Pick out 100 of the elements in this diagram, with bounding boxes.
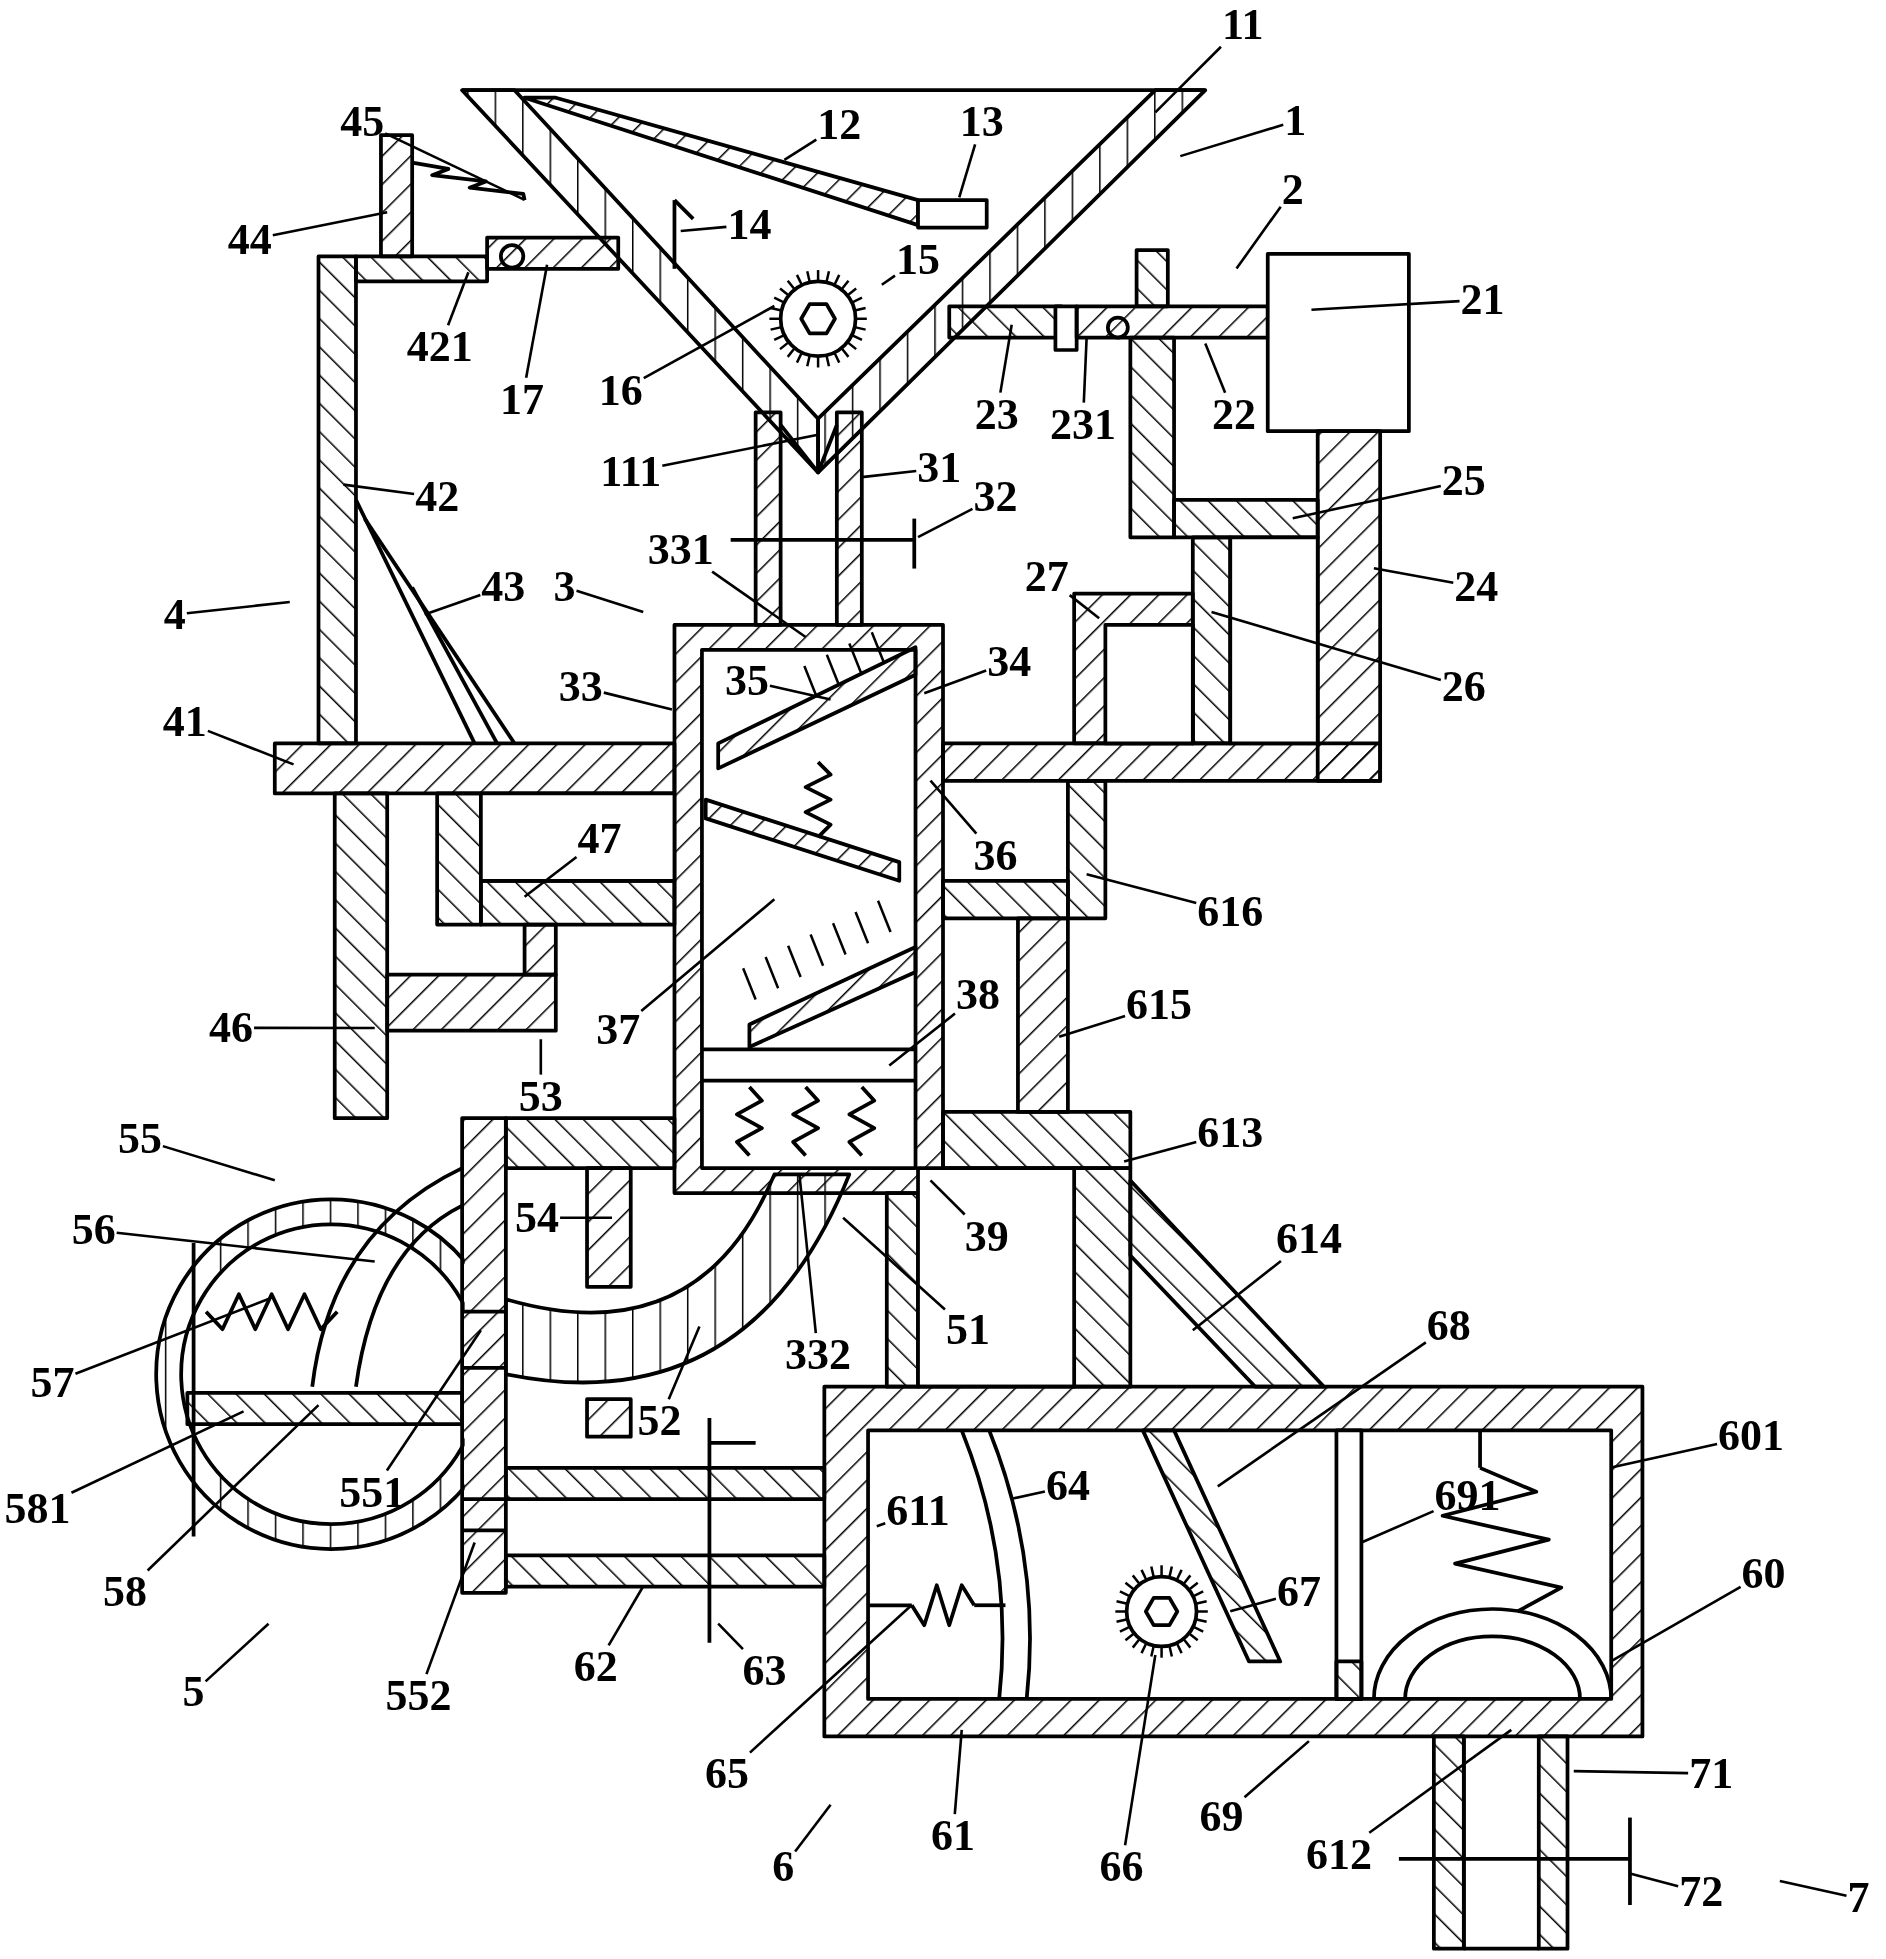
leader-line (1123, 1140, 1197, 1163)
callout-number: 27 (1023, 555, 1070, 600)
callout-number: 43 (480, 565, 527, 610)
callout-number: 551 (338, 1470, 407, 1515)
leader-line (798, 1173, 818, 1334)
leader-line (881, 274, 896, 286)
leader-line (717, 1622, 744, 1651)
callout-number: 45 (339, 100, 386, 145)
leader-line (876, 1522, 886, 1528)
callout-number: 421 (405, 325, 474, 370)
callout-number: 7 (1846, 1876, 1871, 1921)
leader-line (1779, 1879, 1847, 1898)
callout-number: 39 (963, 1214, 1010, 1259)
leader-line (888, 1012, 956, 1067)
leader-line (524, 264, 549, 378)
callout-number: 231 (1048, 402, 1117, 447)
callout-number: 24 (1453, 565, 1500, 610)
leader-line (385, 1329, 482, 1472)
leader-line (1082, 337, 1088, 403)
callout-number: 611 (885, 1489, 951, 1534)
callout-number: 16 (597, 368, 644, 413)
callout-number: 66 (1098, 1845, 1145, 1890)
leader-line (162, 1144, 276, 1182)
callout-number: 691 (1433, 1474, 1502, 1519)
leader-line (953, 1729, 964, 1815)
leader-line (1217, 1341, 1427, 1488)
callout-number: 53 (517, 1074, 564, 1119)
leader-line (1123, 1654, 1157, 1846)
leader-line (958, 144, 977, 198)
leader-line (1068, 594, 1100, 620)
leader-line (1573, 1769, 1689, 1775)
leader-line (1373, 567, 1454, 585)
leader-line (254, 1026, 375, 1030)
leader-line (1192, 1259, 1282, 1332)
callout-number: 614 (1274, 1217, 1343, 1261)
callout-number: 32 (972, 475, 1019, 520)
callout-number: 11 (1220, 2, 1265, 47)
callout-number: 72 (1678, 1870, 1725, 1915)
leader-line (1179, 123, 1284, 158)
callout-number: 65 (703, 1751, 750, 1796)
callout-number: 54 (514, 1195, 561, 1240)
callout-number: 25 (1440, 458, 1487, 503)
leader-line (929, 779, 978, 835)
callout-number: 4 (162, 592, 187, 637)
leader-line (861, 469, 917, 479)
callout-number: 68 (1425, 1304, 1472, 1349)
callout-number: 6 (771, 1845, 796, 1890)
leader-line (1368, 1728, 1513, 1834)
leader-line (1311, 299, 1460, 312)
callout-number: 41 (161, 699, 208, 744)
leader-line (783, 138, 818, 161)
leader-line (207, 729, 294, 766)
leader-line (999, 324, 1013, 393)
leader-line (923, 669, 987, 695)
callout-number: 1 (1283, 99, 1308, 144)
leader-line (384, 132, 526, 201)
leader-line (116, 1231, 375, 1263)
leader-line (186, 600, 290, 615)
leader-line (1154, 45, 1222, 114)
callout-number: 17 (499, 377, 546, 422)
leader-line (1360, 1509, 1435, 1544)
leader-line (523, 855, 578, 898)
callout-number: 5 (181, 1670, 206, 1715)
callout-number: 601 (1717, 1414, 1786, 1459)
callout-number: 23 (973, 392, 1020, 437)
callout-number: 71 (1688, 1751, 1735, 1796)
callout-number: 34 (986, 639, 1033, 684)
leader-line (576, 589, 644, 614)
leader-line (1204, 343, 1227, 394)
callout-number: 60 (1740, 1551, 1787, 1596)
callout-number: 42 (414, 475, 461, 520)
leader-line (794, 1804, 832, 1853)
callout-number: 62 (572, 1645, 619, 1690)
leader-line (343, 483, 415, 496)
leader-line (425, 1542, 476, 1675)
leader-line (1211, 610, 1442, 682)
leader-line (1292, 484, 1442, 520)
leader-line (1011, 1490, 1046, 1501)
leader-line (711, 570, 807, 639)
leader-line (1610, 1585, 1742, 1663)
callout-number: 612 (1304, 1832, 1373, 1877)
leader-line (1086, 873, 1197, 905)
callout-number: 46 (208, 1005, 255, 1050)
leader-line (667, 1325, 701, 1400)
callout-number: 332 (784, 1333, 853, 1378)
leader-line (1058, 1014, 1126, 1038)
leader-line (640, 898, 776, 1013)
callout-number: 111 (599, 450, 663, 495)
callout-number: 51 (944, 1308, 991, 1353)
leader-line (1610, 1442, 1718, 1469)
leader-line (1629, 1872, 1679, 1888)
leader-line (1229, 1597, 1277, 1613)
callout-number: 44 (226, 217, 273, 262)
callout-number: 61 (930, 1814, 976, 1859)
callout-number: 3 (552, 565, 577, 610)
callout-number: 55 (116, 1117, 163, 1162)
callout-number: 552 (384, 1674, 453, 1719)
leader-line (70, 1410, 245, 1494)
callout-number: 14 (726, 202, 773, 247)
leader-line (680, 225, 727, 233)
